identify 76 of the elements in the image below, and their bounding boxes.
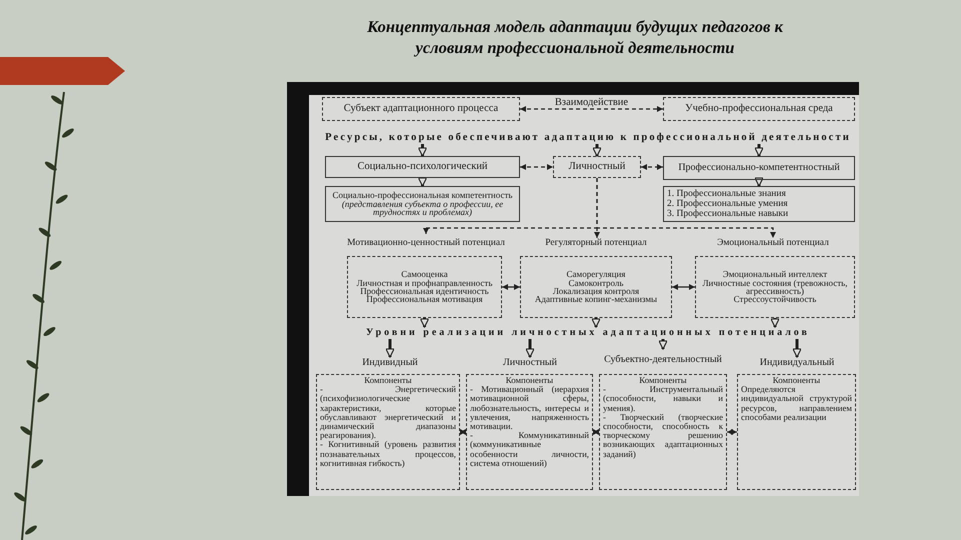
section-heading: Ресурсы, которые обеспечивают адаптацию к профессиональной деятельности	[325, 131, 851, 144]
arrow	[591, 318, 601, 328]
arrow	[520, 106, 663, 112]
arrow	[593, 429, 599, 435]
box-text: Самооценка	[400, 270, 449, 279]
arrow	[520, 164, 553, 170]
box-heading: Компоненты	[504, 376, 554, 386]
section-heading: Эмоциональный потенциал	[717, 238, 829, 250]
box-text: Самоконтроль	[568, 278, 624, 287]
box-text: Определяются индивидуальной структурой ресурсов, направлением способами реализации	[741, 385, 852, 422]
arrow	[641, 164, 663, 170]
dashed-box	[663, 97, 855, 121]
box-text: 2. Профессиональные умения	[667, 199, 789, 209]
section-heading: Индивидуальный	[760, 357, 834, 369]
box-text: Адаптивные копинг-механизмы	[534, 295, 658, 304]
box-text: Субъект адаптационного процесса	[342, 103, 500, 115]
arrow	[418, 144, 428, 157]
arrow	[420, 318, 430, 328]
section-heading: Уровни реализации личностных адаптационных потенциалов	[366, 327, 810, 339]
arrow	[672, 284, 695, 290]
dashed-box	[599, 374, 727, 490]
arrow	[754, 177, 764, 187]
slide-title: Концептуальная модель адаптации будущих педагогов к условиям профессиональной деятельности	[366, 16, 784, 58]
dashed-box	[695, 256, 855, 318]
box-text: 3. Профессиональные навыки	[667, 209, 790, 219]
box-text: Эмоциональный интеллект	[722, 270, 828, 279]
box-text: Личностный	[568, 161, 626, 173]
box-text: 1. Профессиональные знания	[667, 189, 787, 199]
section-heading: Субъектно-деятельностный	[604, 349, 722, 371]
arrow	[418, 177, 428, 187]
arrow	[792, 339, 802, 358]
arrow	[592, 144, 602, 157]
box-text: - Творческий (творческие способности, способность к творческому решению возникающих адаптационных заданий)	[603, 412, 723, 459]
arrow	[502, 284, 520, 290]
box-text: Личностные состояния (тревожность, агрессивность)	[701, 278, 849, 296]
arrow	[596, 178, 776, 238]
box-text: - Мотивационный (иерархия мотивационной сферы, любознательность, интересы и увлечения, напряженность мотивации.	[470, 385, 589, 432]
box-text: Профессиональная идентичность	[360, 287, 489, 296]
dashed-box	[347, 256, 502, 318]
section-heading: Индивидный	[362, 357, 418, 369]
dashed-box	[737, 374, 856, 490]
arrow	[385, 339, 395, 358]
box-text: - Энергетический (психофизиологические характеристики, которые обуславливают энергетический и динамический диапазоны реагирования).	[320, 385, 456, 440]
section-heading: Личностный	[503, 357, 557, 369]
process-box	[325, 186, 520, 222]
box-text: Саморегуляция	[566, 270, 626, 279]
box-text: Профессиональная мотивация	[366, 295, 483, 304]
dashed-box	[553, 156, 641, 178]
section-heading: Мотивационно-ценностный потенциал	[347, 234, 505, 254]
section-heading: Регуляторный потенциал	[545, 238, 647, 250]
box-text: Учебно-профессиональная среда	[684, 103, 834, 115]
dashed-box	[322, 97, 520, 121]
arrow	[770, 318, 780, 328]
box-text: - Когнитивный (уровень развития познавательных процессов, когнитивная гибкость)	[320, 440, 456, 468]
box-heading: Компоненты	[772, 376, 822, 386]
process-box	[663, 156, 855, 180]
box-heading: Компоненты	[363, 376, 413, 386]
arrow	[658, 339, 668, 350]
dashed-box	[466, 374, 593, 490]
box-text: Социально-профессиональная компетентность (представления субъекта о профессии, ее трудностях и проблемах)	[332, 191, 514, 217]
box-text: - Инструментальный (способности, навыки и умения).	[603, 385, 723, 413]
process-box	[325, 156, 520, 178]
box-text: Стрессоустойчивость	[732, 295, 818, 304]
box-text: Личностная и профнаправленность	[356, 278, 494, 287]
box-text: - Коммуникативный (коммуникативные особенности личности, система отношений)	[470, 431, 589, 468]
arrow	[727, 429, 737, 435]
box-text: Локализация контроля	[552, 287, 640, 296]
arrow	[754, 144, 764, 157]
process-box	[663, 186, 855, 222]
arrow	[525, 339, 535, 358]
arrow	[460, 429, 466, 435]
box-text: Социально-психологический	[356, 161, 489, 173]
dashed-box	[316, 374, 460, 490]
dashed-box	[520, 256, 672, 318]
box-text: Профессионально-компетентностный	[677, 162, 841, 174]
box-heading: Компоненты	[638, 376, 688, 386]
